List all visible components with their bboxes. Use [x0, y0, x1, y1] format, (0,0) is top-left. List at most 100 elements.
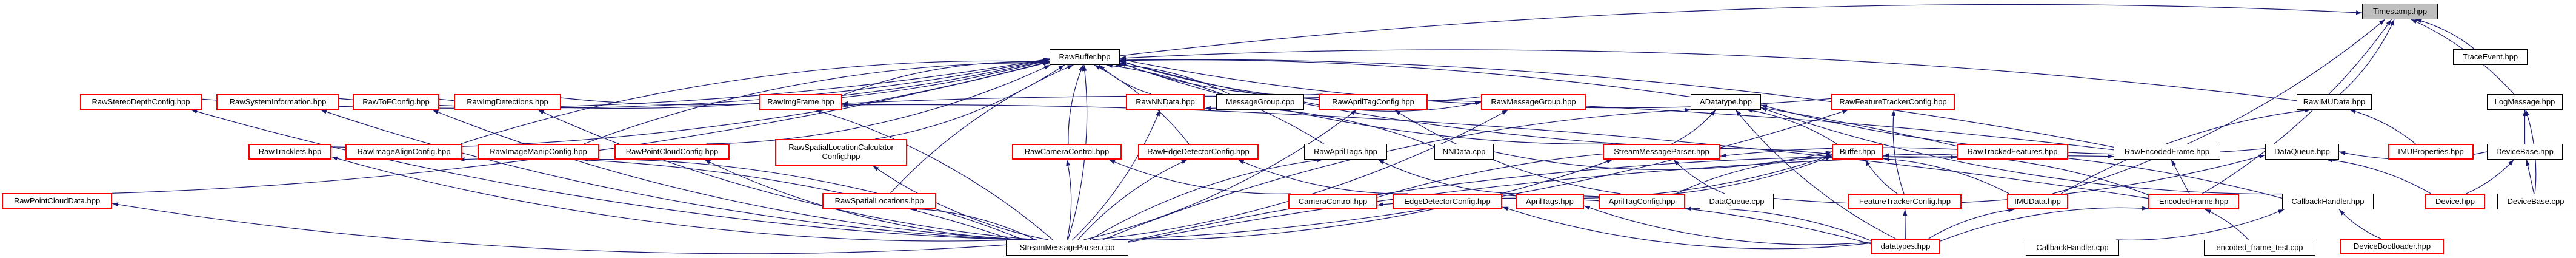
edge-RawImageManipConfig-hpp--RawBuffer-hpp: [584, 61, 1050, 144]
graph-node-rawnndata-hpp[interactable]: RawNNData.hpp: [1126, 94, 1205, 110]
graph-node-rawencodedframe-hpp[interactable]: RawEncodedFrame.hpp: [2114, 144, 2220, 160]
edge-NNData-cpp--Buffer-hpp: [1493, 151, 1832, 170]
graph-node-adatatype-hpp[interactable]: ADatatype.hpp: [1691, 94, 1761, 110]
graph-node-rawspatiallocations-hpp[interactable]: RawSpatialLocations.hpp: [822, 193, 936, 209]
graph-node-apriltagconfig-hpp[interactable]: AprilTagConfig.hpp: [1599, 194, 1685, 209]
graph-node-rawedgedetectorconfig-hpp[interactable]: RawEdgeDetectorConfig.hpp: [1138, 144, 1259, 160]
edge-datatypes-hpp--EncodedFrame-hpp: [1940, 206, 2149, 242]
graph-node-rawimudata-hpp[interactable]: RawIMUData.hpp: [2297, 94, 2372, 110]
graph-node-rawapriltagconfig-hpp[interactable]: RawAprilTagConfig.hpp: [1319, 94, 1428, 110]
graph-node-devicebase-hpp[interactable]: DeviceBase.hpp: [2487, 144, 2563, 160]
edge-StreamMessageParser-cpp--RawAprilTagConfig-hpp: [1083, 109, 1357, 240]
graph-node-rawpointcloudconfig-hpp[interactable]: RawPointCloudConfig.hpp: [614, 144, 730, 160]
graph-node-rawtrackedfeatures-hpp[interactable]: RawTrackedFeatures.hpp: [1957, 144, 2068, 160]
graph-node-cameracontrol-hpp[interactable]: CameraControl.hpp: [1288, 194, 1377, 209]
edge-RawNNData-hpp--RawBuffer-hpp: [1099, 64, 1151, 95]
graph-node-rawcameracontrol-hpp[interactable]: RawCameraControl.hpp: [1012, 144, 1122, 160]
graph-node-devicebootloader-hpp[interactable]: DeviceBootloader.hpp: [2340, 239, 2444, 254]
edge-DeviceBootloader-hpp--CallbackHandler-hpp: [2338, 209, 2381, 239]
graph-node-timestamp-hpp[interactable]: Timestamp.hpp: [2362, 4, 2438, 19]
graph-node-rawimagealignconfig-hpp[interactable]: RawImageAlignConfig.hpp: [345, 144, 462, 160]
edge-StreamMessageParser-hpp--ADatatype-hpp: [1671, 109, 1716, 144]
graph-node-rawtracklets-hpp[interactable]: RawTracklets.hpp: [248, 144, 331, 160]
graph-node-rawfeaturetrackerconfig-hpp[interactable]: RawFeatureTrackerConfig.hpp: [1831, 94, 1955, 110]
edge-datatypes-hpp--ADatatype-hpp: [1735, 109, 1896, 239]
edge-RawPointCloudData-hpp--RawBuffer-hpp: [111, 61, 1050, 194]
edge-RawBuffer-hpp--Timestamp-hpp: [1119, 4, 2363, 56]
edge-CallbackHandler-hpp--ADatatype-hpp: [1760, 107, 2283, 195]
edge-RawEncodedFrame-hpp--RawBuffer-hpp: [1119, 58, 2114, 148]
edge-EdgeDetectorConfig-hpp--RawEdgeDetectorConfig-hpp: [1237, 159, 1408, 194]
edge-StreamMessageParser-cpp--ADatatype-hpp: [1102, 107, 1691, 240]
graph-node-streammessageparser-cpp[interactable]: StreamMessageParser.cpp: [1006, 240, 1128, 256]
graph-node-rawtofconfig-hpp[interactable]: RawToFConfig.hpp: [353, 94, 439, 110]
edge-TraceEvent-hpp--Timestamp-hpp: [2415, 19, 2475, 50]
graph-node-rawimgdetections-hpp[interactable]: RawImgDetections.hpp: [454, 94, 561, 110]
edge-datatypes-hpp--EdgeDetectorConfig-hpp: [1502, 206, 1871, 250]
edge-AprilTagConfig-hpp--Buffer-hpp: [1676, 155, 1832, 194]
graph-node-rawimgframe-hpp[interactable]: RawImgFrame.hpp: [759, 94, 842, 110]
graph-node-traceevent-hpp[interactable]: TraceEvent.hpp: [2453, 49, 2528, 65]
edge-datatypes-hpp--AprilTagConfig-hpp: [1685, 206, 1871, 241]
edge-IMUData-hpp--RawIMUData-hpp: [2060, 108, 2311, 194]
edge-StreamMessageParser-cpp--RawImageManipConfig-hpp: [582, 157, 1024, 240]
edge-RawSpatialLocations-hpp--RawBuffer-hpp: [890, 64, 1074, 194]
graph-node-dataqueue-hpp[interactable]: DataQueue.hpp: [2265, 144, 2339, 160]
edge-RawCameraControl-hpp--RawBuffer-hpp: [1068, 64, 1084, 144]
graph-node-devicebase-cpp[interactable]: DeviceBase.cpp: [2497, 194, 2574, 209]
edge-StreamMessageParser-cpp--RawImgDetections-hpp: [537, 109, 1037, 240]
edge-DataQueue-cpp--StreamMessageParser-hpp: [1673, 159, 1725, 194]
graph-node-rawapriltags-hpp[interactable]: RawAprilTags.hpp: [1304, 144, 1387, 160]
edge-StreamMessageParser-cpp--RawImgFrame-hpp: [815, 109, 1053, 240]
edge-RawPointCloudConfig-hpp--RawBuffer-hpp: [706, 64, 1051, 144]
graph-node-featuretrackerconfig-hpp[interactable]: FeatureTrackerConfig.hpp: [1848, 194, 1962, 209]
graph-node-imuproperties-hpp[interactable]: IMUProperties.hpp: [2388, 144, 2474, 160]
edge-StreamMessageParser-cpp--RawFeatureTrackerConfig-hpp: [1111, 109, 1849, 240]
graph-node-rawimagemanipconfig-hpp[interactable]: RawImageManipConfig.hpp: [478, 144, 599, 160]
edge-RawImgFrame-hpp--RawBuffer-hpp: [842, 60, 1050, 96]
graph-node-encodedframe-hpp[interactable]: EncodedFrame.hpp: [2148, 194, 2239, 209]
edge-StreamMessageParser-cpp--RawEdgeDetectorConfig-hpp: [1077, 159, 1188, 240]
graph-node-rawspatiallocationcalculatorconfig-hpp[interactable]: RawSpatialLocationCalculator Config.hpp: [775, 139, 907, 166]
edge-Device-hpp--DeviceBase-hpp: [2466, 159, 2514, 194]
graph-node-callbackhandler-cpp[interactable]: CallbackHandler.cpp: [2026, 240, 2119, 256]
graph-node-encoded-frame-test-cpp[interactable]: encoded_frame_test.cpp: [2204, 240, 2315, 256]
graph-node-logmessage-hpp[interactable]: LogMessage.hpp: [2487, 94, 2563, 110]
edge-StreamMessageParser-cpp--RawPointCloudConfig-hpp: [704, 159, 1035, 240]
edge-StreamMessageParser-cpp--RawAprilTags-hpp: [1090, 158, 1323, 240]
graph-node-buffer-hpp[interactable]: Buffer.hpp: [1832, 144, 1883, 160]
edge-IMUData-hpp--Timestamp-hpp: [2052, 19, 2386, 194]
edge-IMUData-hpp--Buffer-hpp: [1883, 157, 2009, 194]
edge-RawTrackedFeatures-hpp--RawBuffer-hpp: [1119, 58, 1957, 147]
graph-node-dataqueue-cpp[interactable]: DataQueue.cpp: [1700, 194, 1774, 209]
graph-node-rawmessagegroup-hpp[interactable]: RawMessageGroup.hpp: [1481, 94, 1586, 110]
edge-datatypes-hpp--IMUData-hpp: [1928, 208, 2015, 239]
graph-node-callbackhandler-hpp[interactable]: CallbackHandler.hpp: [2282, 194, 2374, 209]
edge-FeatureTrackerConfig-hpp--RawFeatureTrackerConfig-hpp: [1891, 109, 1905, 194]
edge-RawIMUData-hpp--Timestamp-hpp: [2340, 19, 2395, 95]
graph-node-messagegroup-cpp[interactable]: MessageGroup.cpp: [1216, 94, 1304, 110]
graph-node-rawbuffer-hpp[interactable]: RawBuffer.hpp: [1050, 49, 1120, 65]
edge-RawIMUData-hpp--RawBuffer-hpp: [1119, 49, 2297, 101]
graph-node-apriltags-hpp[interactable]: AprilTags.hpp: [1516, 194, 1584, 209]
graph-node-nndata-cpp[interactable]: NNData.cpp: [1434, 144, 1494, 160]
edge-AprilTagConfig-hpp--RawAprilTagConfig-hpp: [1394, 109, 1621, 194]
edge-StreamMessageParser-cpp--StreamMessageParser-hpp: [1116, 159, 1613, 240]
graph-node-imudata-hpp[interactable]: IMUData.hpp: [2007, 194, 2068, 209]
edge-EncodedFrame-hpp--RawEncodedFrame-hpp: [2171, 159, 2190, 194]
edge-StreamMessageParser-cpp--RawToFConfig-hpp: [432, 109, 1031, 240]
edge-RawImageAlignConfig-hpp--RawBuffer-hpp: [460, 59, 1050, 144]
graph-node-datatypes-hpp[interactable]: datatypes.hpp: [1871, 239, 1940, 254]
graph-node-streammessageparser-hpp[interactable]: StreamMessageParser.hpp: [1603, 144, 1720, 160]
graph-node-device-hpp[interactable]: Device.hpp: [2425, 194, 2485, 209]
edge-StreamMessageParser-cpp--RawStereoDepthConfig-hpp: [191, 109, 1017, 240]
graph-node-rawsysteminformation-hpp[interactable]: RawSystemInformation.hpp: [216, 94, 339, 110]
graph-node-edgedetectorconfig-hpp[interactable]: EdgeDetectorConfig.hpp: [1393, 194, 1502, 209]
graph-node-rawpointclouddata-hpp[interactable]: RawPointCloudData.hpp: [2, 193, 112, 209]
edge-RawAprilTags-hpp--RawBuffer-hpp: [1106, 63, 1324, 144]
graph-node-rawstereodepthconfig-hpp[interactable]: RawStereoDepthConfig.hpp: [80, 94, 202, 110]
edge-StreamMessageParser-cpp--RawNNData-hpp: [1072, 109, 1160, 240]
edge-RawSystemInformation-hpp--RawBuffer-hpp: [339, 58, 1050, 109]
